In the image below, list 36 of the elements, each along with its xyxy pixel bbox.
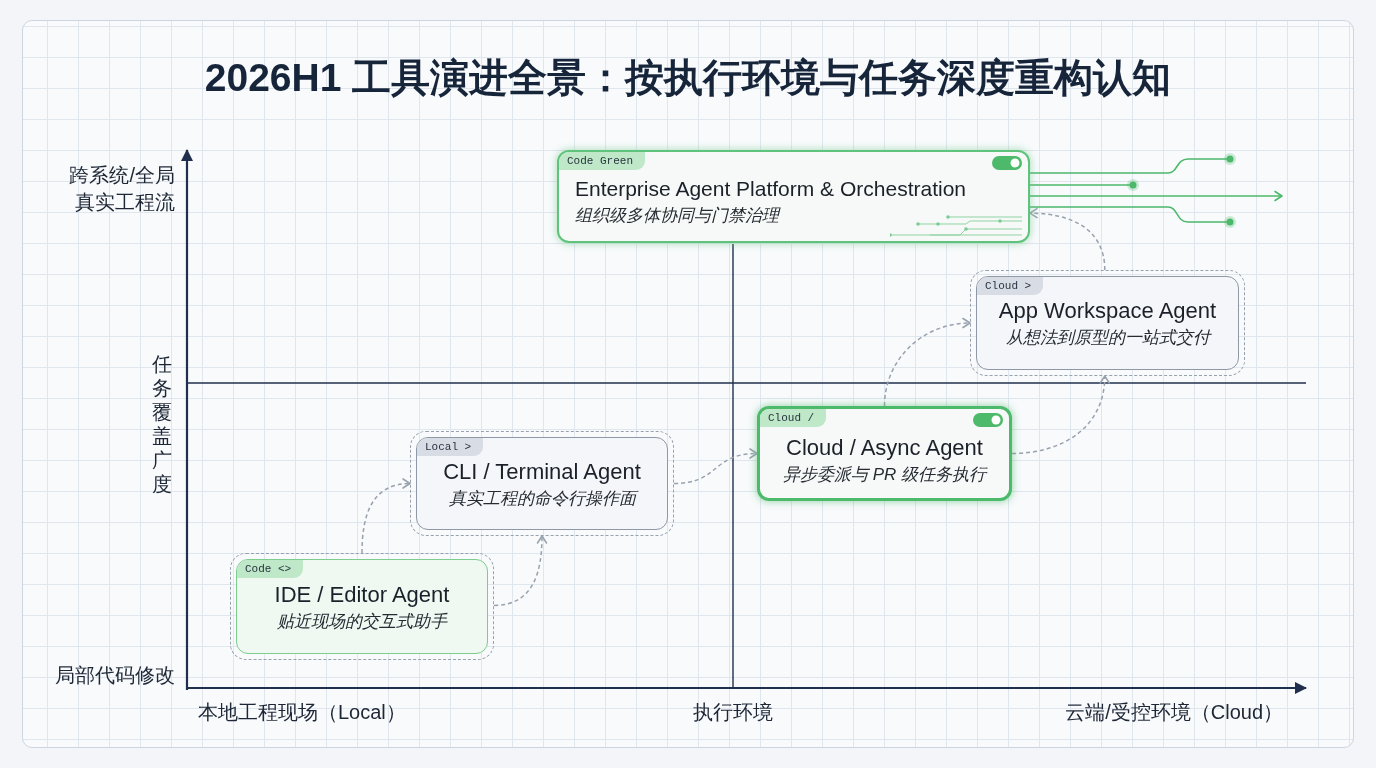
node-subtitle: 贴近现场的交互式助手: [277, 611, 447, 633]
axis-label: 本地工程现场（Local）: [198, 700, 406, 725]
arrow: [1029, 208, 1106, 271]
axis-label: 局部代码修改: [55, 663, 175, 688]
axis-label: 跨系统/全局真实工程流: [68, 163, 175, 215]
agent-card: [557, 150, 1030, 243]
node-title: IDE / Editor Agent: [274, 582, 450, 608]
circuit-line: [1029, 206, 1236, 228]
axis-label: 云端/受控环境（Cloud）: [1065, 700, 1283, 725]
title: 2026H1 工具演进全景：按执行环境与任务深度重构认知: [204, 55, 1172, 101]
tag-label: Code <>: [237, 560, 304, 578]
arrow: [361, 478, 411, 554]
agent-card: [757, 406, 1012, 501]
circuit-line: [1029, 179, 1139, 191]
dashed-frame: [410, 431, 674, 536]
tag-label: Local >: [417, 438, 484, 456]
node-title: App Workspace Agent: [998, 298, 1217, 324]
node-title: CLI / Terminal Agent: [443, 459, 641, 485]
tag-label: Code Green: [559, 152, 645, 170]
axis-label: 任务覆盖广度: [152, 352, 173, 496]
arrow: [1011, 375, 1110, 455]
arrow: [1029, 190, 1283, 202]
tag-label: Cloud >: [977, 277, 1044, 295]
node-subtitle: 异步委派与 PR 级任务执行: [782, 464, 987, 486]
tag-label: Cloud /: [760, 409, 827, 427]
node-subtitle: 从想法到原型的一站式交付: [1005, 327, 1210, 349]
node-title: Enterprise Agent Platform & Orchestration: [575, 176, 966, 202]
axis-label: 执行环境: [693, 700, 773, 725]
node-subtitle: 组织级多体协同与门禁治理: [575, 205, 779, 227]
dashed-frame: [970, 270, 1245, 376]
arrow: [883, 318, 971, 407]
dashed-frame: [230, 553, 494, 660]
circuit-line: [1029, 153, 1236, 174]
arrow: [673, 448, 758, 485]
node-title: Cloud / Async Agent: [786, 435, 983, 461]
arrow: [493, 535, 548, 607]
